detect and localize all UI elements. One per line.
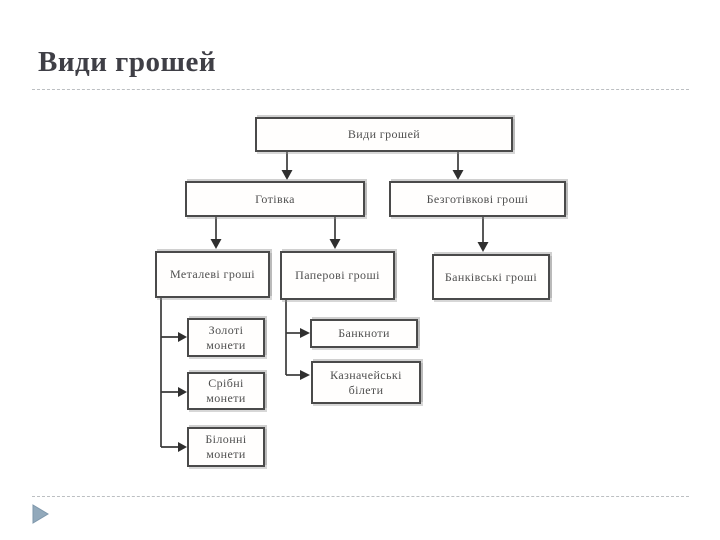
node-label: Білонні монети [205, 432, 247, 461]
play-triangle-icon [32, 504, 49, 524]
node-bezhotivkovi-hroshi: Безготівкові гроші [389, 181, 566, 217]
node-hotivka: Готівка [185, 181, 365, 217]
arrowhead-right-icon [300, 370, 310, 380]
node-label: Безготівкові гроші [426, 191, 529, 206]
node-bilonni-monety: Білонні монети [187, 427, 265, 467]
arrowhead-right-icon [300, 328, 310, 338]
node-vydy-hroshei: Види грошей [255, 117, 513, 152]
node-metalevi-hroshi: Металеві гроші [155, 251, 270, 298]
node-label: Металеві гроші [169, 267, 256, 281]
node-label: Банкноти [338, 326, 390, 340]
arrowhead-down-icon [329, 239, 341, 249]
arrowhead-down-icon [477, 242, 489, 252]
node-bankivski-hroshi: Банківські гроші [432, 254, 550, 300]
arrowhead-down-icon [452, 170, 464, 180]
node-kaznacheiski-bilety: Казначейські білети [311, 361, 421, 404]
arrowhead-right-icon [178, 332, 187, 342]
arrowhead-right-icon [178, 387, 187, 397]
node-label: Казначейські білети [330, 367, 402, 397]
node-label: Види грошей [347, 127, 421, 141]
arrowhead-right-icon [178, 442, 187, 452]
node-zoloti-monety: Золоті монети [187, 318, 265, 357]
node-label: Срібні монети [206, 376, 246, 405]
slide-title: Види грошей [38, 46, 217, 78]
footer-rule [32, 496, 689, 497]
node-banknoty: Банкноти [310, 319, 418, 348]
node-label: Банківські гроші [444, 269, 538, 284]
node-paperovi-hroshi: Паперові гроші [280, 251, 395, 300]
title-underline-rule [32, 89, 689, 90]
node-sribni-monety: Срібні монети [187, 372, 265, 410]
node-label: Золоті монети [206, 322, 246, 352]
arrowhead-down-icon [210, 239, 222, 249]
node-label: Паперові гроші [295, 268, 380, 282]
node-label: Готівка [255, 191, 295, 206]
arrowhead-down-icon [281, 170, 293, 180]
